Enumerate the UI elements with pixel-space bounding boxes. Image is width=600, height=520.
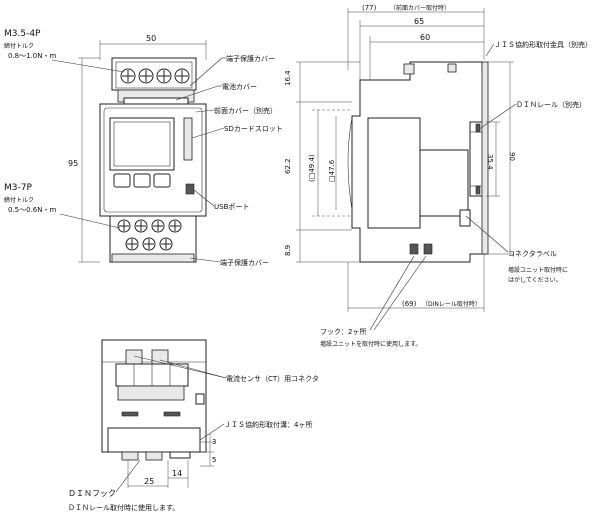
dim-35-4: 35.4 xyxy=(486,154,494,170)
usb-port xyxy=(185,183,195,195)
front-button-1[interactable] xyxy=(113,173,131,188)
dim-69: (69) xyxy=(402,300,417,308)
connector-note-1: 増設ユニット取付時に xyxy=(508,266,568,274)
dim-65: 65 xyxy=(414,17,424,26)
dim-77: (77) xyxy=(362,4,377,12)
dim-width-50: 50 xyxy=(146,34,156,43)
dim-8-9: 8.9 xyxy=(284,245,292,256)
dim-90: 90 xyxy=(508,152,516,161)
dim-69-note: （DINレール取付時） xyxy=(422,300,481,308)
dim-14: 14 xyxy=(172,469,182,478)
dim-49-4: (□49.4) xyxy=(308,154,316,182)
label-ct-connector: 電流センサ（CT）用コネクタ xyxy=(226,374,319,383)
dim-3: 3 xyxy=(212,438,216,446)
dim-77-note: （前面カバー取付時） xyxy=(390,4,450,12)
torque-bottom-label: 締付トルク xyxy=(4,196,34,204)
ct-connector-2 xyxy=(151,349,169,365)
side-display-bezel xyxy=(367,117,421,229)
torque-top-value: 0.8～1.0N・m xyxy=(8,52,57,60)
hook-1 xyxy=(409,243,419,255)
ct-connector-1 xyxy=(125,349,143,365)
label-din-rail: ＤＩＮレール（別売） xyxy=(516,100,586,109)
label-hook: フック：2ヶ所 xyxy=(320,327,366,336)
dim-5: 5 xyxy=(212,456,216,464)
label-usb-port: USBポート xyxy=(214,203,249,211)
bottom-view: 電流センサ（CT）用コネクタ ＪＩＳ協約形取付溝：4ヶ所 3 5 25 14 Ｄ… xyxy=(68,339,319,512)
jis-bracket xyxy=(481,61,489,255)
label-din-hook: ＤＩＮフック xyxy=(68,489,116,498)
label-connector: コネクタラベル xyxy=(508,249,557,258)
label-terminal-cover-bottom: 端子保護カバー xyxy=(220,258,269,267)
dim-62-2: 62.2 xyxy=(284,158,292,174)
label-battery-cover: 電池カバー xyxy=(222,82,257,91)
torque-top-label: 締付トルク xyxy=(4,42,34,50)
bottom-terminal-cover xyxy=(111,253,195,263)
din-hook-1 xyxy=(121,451,139,461)
din-hook-note: ＤＩＮレール取付時に使用します。 xyxy=(68,503,179,512)
din-hook-2 xyxy=(145,451,163,461)
sd-card-slot xyxy=(183,117,193,161)
top-terminal-block xyxy=(111,57,197,91)
dim-16-4: 16.4 xyxy=(284,70,292,86)
hook-2 xyxy=(423,243,433,255)
dim-47-6: □47.6 xyxy=(328,159,336,182)
front-button-3[interactable] xyxy=(153,173,171,188)
hook-note: 増設ユニットを取付時に使用します。 xyxy=(320,340,421,348)
lcd-display xyxy=(109,117,175,171)
side-view: (77) （前面カバー取付時） 65 60 16.4 xyxy=(284,4,592,348)
terminal-top-spec: M3.5-4P xyxy=(4,29,41,39)
terminal-bottom-spec: M3-7P xyxy=(4,183,32,193)
label-front-cover: 前面カバー（別売） xyxy=(214,106,277,115)
label-terminal-cover-top: 端子保護カバー xyxy=(226,54,275,63)
front-button-2[interactable] xyxy=(133,173,151,188)
label-jis-bracket: ＪＩＳ協約形取付金具（別売） xyxy=(494,40,592,49)
dim-60: 60 xyxy=(420,33,430,42)
top-terminal-screws xyxy=(120,68,190,84)
front-view: 50 95 xyxy=(4,29,283,267)
bottom-terminal-screws xyxy=(117,219,182,251)
dim-25: 25 xyxy=(144,477,154,486)
dim-height-95: 95 xyxy=(68,159,78,168)
connector-note-2: はがしてください。 xyxy=(508,276,562,284)
torque-bottom-value: 0.5～0.6N・m xyxy=(8,206,57,214)
label-sd-slot: SDカードスロット xyxy=(224,125,283,133)
label-jis-groove: ＪＩＳ協約形取付溝：4ヶ所 xyxy=(224,420,312,429)
